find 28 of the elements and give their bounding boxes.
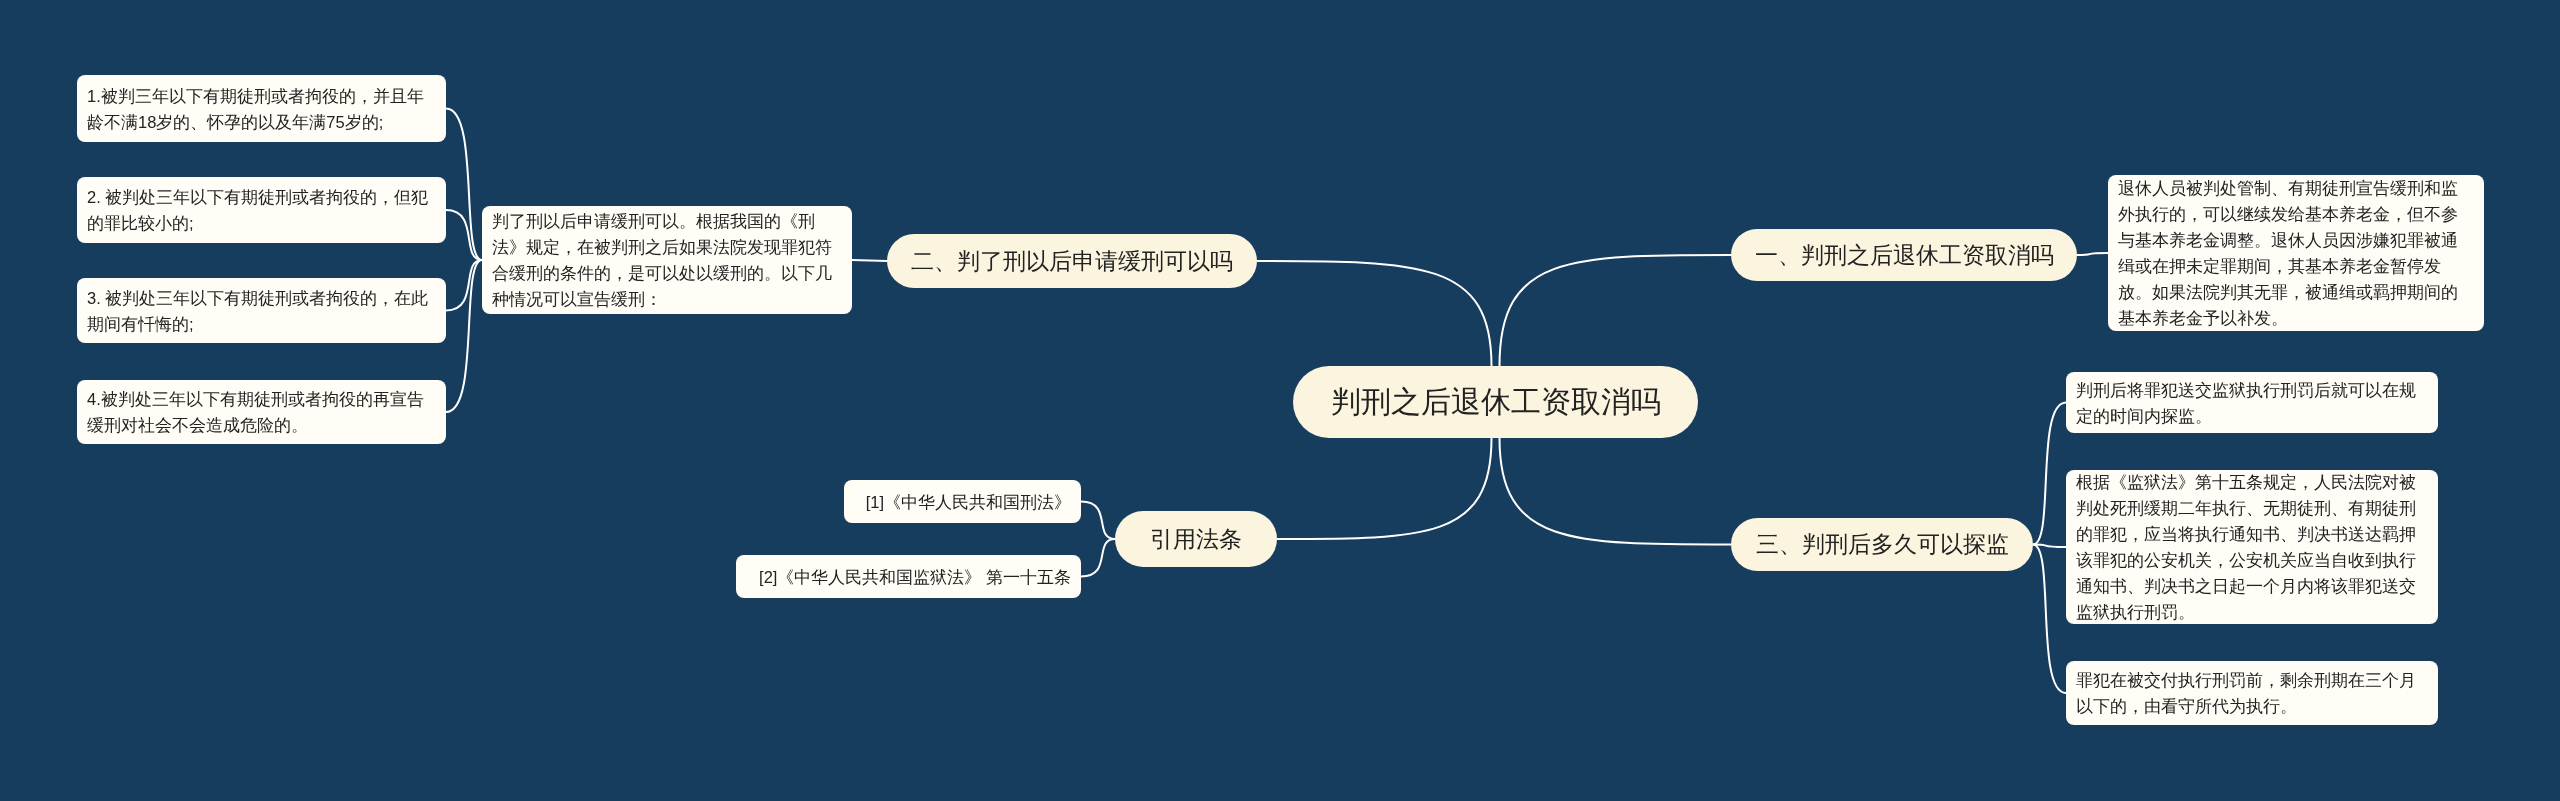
topic-box: 引用法条: [1115, 511, 1277, 567]
connector-line: [2032, 543, 2067, 694]
text-card: 1.被判三年以下有期徒刑或者拘役的，并且年龄不满18岁的、怀孕的以及年满75岁的;: [77, 75, 446, 142]
text-card: [1]《中华人民共和国刑法》: [844, 480, 1081, 523]
text-card: 根据《监狱法》第十五条规定，人民法院对被判处死刑缓期二年执行、无期徒刑、有期徒刑的罪犯，应当将执行通知书、判决书送达羁押该罪犯的公安机关，公安机关应当自收到执行通知书、判决书之日起一个月内将该罪犯送交监狱执行刑罚。: [2066, 470, 2438, 624]
connector-line: [1498, 254, 1732, 367]
text-card: 3. 被判处三年以下有期徒刑或者拘役的，在此期间有忏悔的;: [77, 278, 446, 343]
connector-line: [851, 259, 888, 262]
text-card: 罪犯在被交付执行刑罚前，剩余刑期在三个月以下的，由看守所代为执行。: [2066, 661, 2438, 725]
text-card: 判刑后将罪犯送交监狱执行刑罚后就可以在规定的时间内探监。: [2066, 372, 2438, 433]
text-card: [2]《中华人民共和国监狱法》 第一十五条: [736, 555, 1081, 598]
text-card: 4.被判处三年以下有期徒刑或者拘役的再宣告缓刑对社会不会造成危险的。: [77, 380, 446, 444]
connector-line: [2032, 401, 2067, 546]
text-card: 2. 被判处三年以下有期徒刑或者拘役的，但犯的罪比较小的;: [77, 177, 446, 243]
text-card: 退休人员被判处管制、有期徒刑宣告缓刑和监外执行的，可以继续发给基本养老金，但不参与基本养老金调整。退休人员因涉嫌犯罪被通缉或在押未定罪期间，其基本养老金暂停发放。如果法院判其无罪，被通缉或羁押期间的基本养老金予以补发。: [2108, 175, 2484, 331]
connector-line: [2076, 252, 2109, 256]
topic-box: 二、判了刑以后申请缓刑可以吗: [887, 234, 1257, 288]
connector-line: [445, 107, 483, 261]
connector-line: [1256, 260, 1493, 367]
connector-line: [1498, 437, 1732, 546]
connector-line: [445, 259, 483, 413]
connector-line: [1276, 437, 1493, 540]
central-topic: 判刑之后退休工资取消吗: [1293, 366, 1698, 438]
topic-box: 三、判刑后多久可以探监: [1731, 518, 2033, 571]
connector-line: [1080, 538, 1116, 578]
text-card: 判了刑以后申请缓刑可以。根据我国的《刑法》规定，在被判刑之后如果法院发现罪犯符合缓刑的条件的，是可以处以缓刑的。以下几种情况可以宣告缓刑：: [482, 206, 852, 314]
connector-line: [445, 259, 483, 312]
topic-box: 一、判刑之后退休工资取消吗: [1731, 229, 2077, 281]
